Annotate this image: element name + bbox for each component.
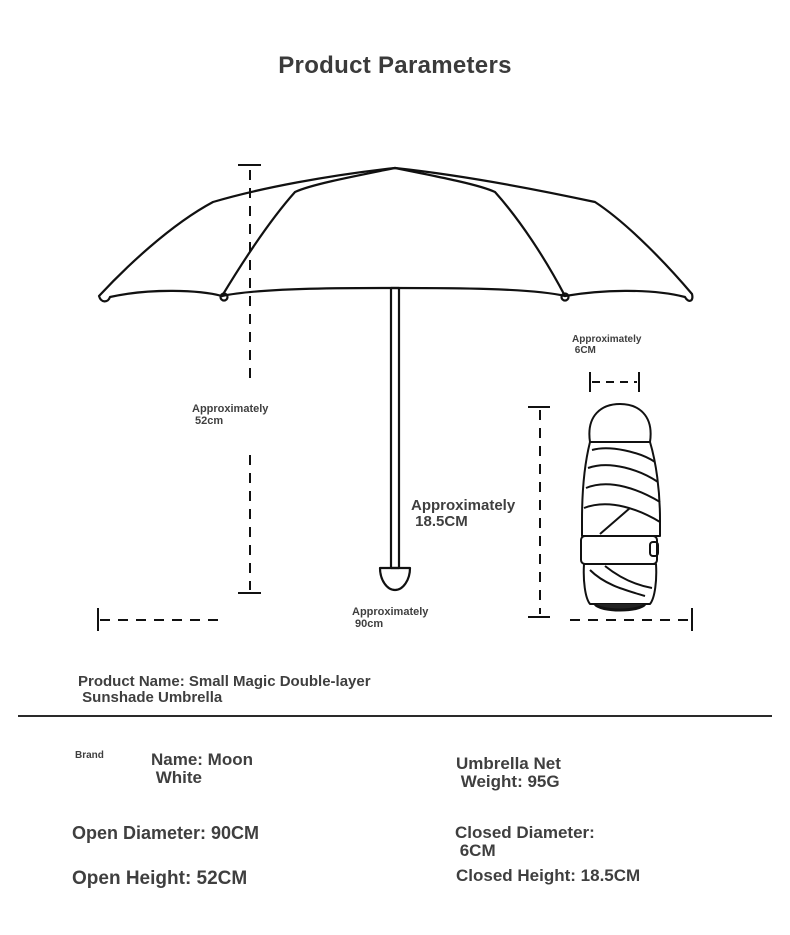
open-umbrella-illustration: [97, 166, 694, 592]
spec-open-height: Open Height: 52CM: [72, 868, 248, 889]
spec-open-diameter: Open Diameter: 90CM: [72, 823, 260, 843]
open-diameter-dimension: [97, 608, 693, 631]
brand-label: Brand: [75, 750, 104, 761]
product-name: Product Name: Small Magic Double-layer S…: [78, 673, 371, 706]
closed-height-label: Approximately 18.5CM: [411, 497, 516, 530]
closed-umbrella-strap: [580, 535, 658, 565]
canopy-rib-left: [220, 166, 397, 298]
rib-tip: [560, 292, 570, 302]
page-title: Product Parameters: [278, 52, 512, 79]
closed-diameter-label: Approximately 6CM: [572, 334, 642, 356]
closed-height-dimension: [528, 406, 550, 618]
spec-closed-diameter: Closed Diameter: 6CM: [455, 823, 595, 860]
closed-umbrella-base: [593, 602, 647, 612]
closed-umbrella-fold: [585, 483, 661, 503]
open-height-label: Approximately 52cm: [192, 403, 269, 427]
closed-umbrella-illustration: [580, 403, 661, 612]
closed-umbrella-fold: [591, 447, 656, 463]
closed-umbrella-lower: [582, 563, 658, 605]
spec-closed-height: Closed Height: 18.5CM: [456, 866, 641, 885]
umbrella-diagram: [97, 164, 694, 631]
closed-umbrella-fold: [583, 503, 661, 523]
section-divider: [18, 715, 772, 717]
open-height-dimension: [238, 164, 261, 594]
spec-net-weight: Umbrella Net Weight: 95G: [456, 754, 561, 791]
closed-umbrella-fold: [604, 565, 653, 589]
closed-umbrella-cap: [588, 403, 652, 443]
closed-diameter-dimension: [589, 372, 640, 392]
closed-umbrella-fold: [599, 507, 631, 535]
shaft: [389, 286, 401, 570]
closed-umbrella-fold: [587, 464, 659, 483]
handle: [378, 566, 412, 592]
canopy-outline: [97, 166, 694, 303]
spec-name: Name: Moon White: [151, 750, 253, 787]
closed-umbrella-body: [581, 441, 661, 537]
canopy-rib-right: [393, 166, 567, 298]
closed-umbrella-fold: [589, 569, 646, 597]
rib-tip: [219, 292, 229, 302]
closed-umbrella-snap: [649, 541, 659, 557]
open-diameter-label: Approximately 90cm: [352, 606, 429, 630]
